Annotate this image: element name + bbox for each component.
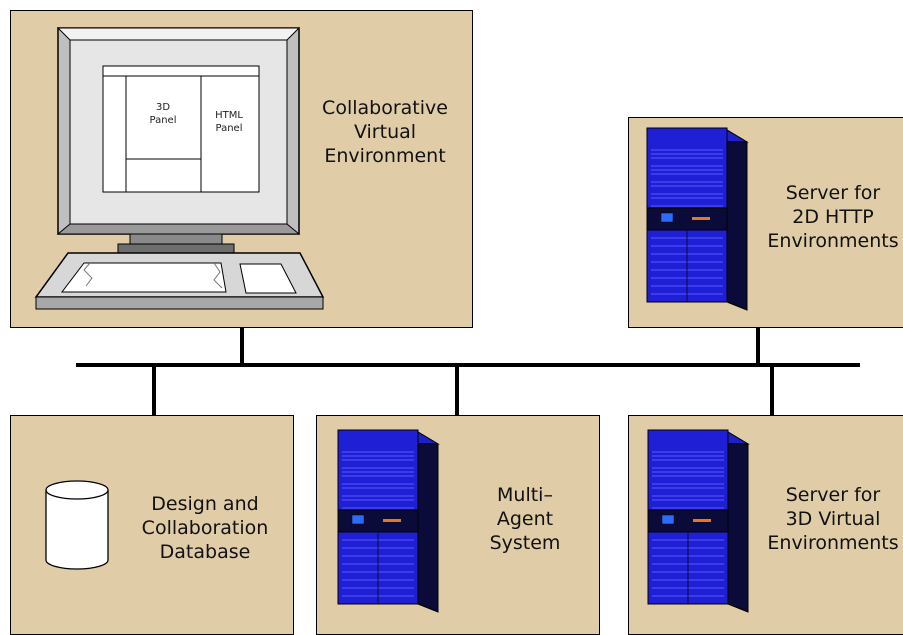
- vr-server-label-line-2: 3D Virtual: [785, 508, 881, 530]
- cve-label-line-3: Environment: [324, 145, 446, 167]
- screen-html-panel-label-1: HTML: [215, 110, 243, 121]
- vr-server-label-line-3: Environments: [767, 532, 899, 554]
- mas-label-line-1: Multi–: [497, 484, 553, 506]
- vr-server-label: Server for 3D Virtual Environments: [758, 483, 903, 555]
- database-label-line-3: Database: [159, 541, 251, 563]
- screen-3d-panel-label-2: Panel: [150, 115, 177, 126]
- vr-server-icon: [647, 429, 749, 613]
- cve-label-line-2: Virtual: [353, 121, 417, 143]
- database-cylinder-icon: [45, 480, 109, 570]
- database-label-line-1: Design and: [151, 493, 259, 515]
- cve-label-line-1: Collaborative: [322, 97, 448, 119]
- mas-label-line-3: System: [489, 532, 561, 554]
- screen-3d-panel-label-1: 3D: [156, 102, 170, 113]
- mas-server-icon: [337, 429, 439, 613]
- http-server-label-line-2: 2D HTTP: [792, 206, 874, 228]
- cve-label: Collaborative Virtual Environment: [300, 96, 470, 168]
- screen-html-panel-label-2: Panel: [216, 123, 243, 134]
- database-label: Design and Collaboration Database: [120, 492, 290, 564]
- mas-label-line-2: Agent: [496, 508, 554, 530]
- http-server-icon: [646, 127, 748, 311]
- http-server-label: Server for 2D HTTP Environments: [758, 181, 903, 253]
- desktop-computer-icon: [34, 27, 325, 310]
- network-bus: [76, 328, 860, 415]
- http-server-label-line-1: Server for: [785, 182, 881, 204]
- vr-server-label-line-1: Server for: [785, 484, 881, 506]
- http-server-label-line-3: Environments: [767, 230, 899, 252]
- database-label-line-2: Collaboration: [141, 517, 269, 539]
- diagram-graphics: 3D Panel HTML Panel: [34, 27, 860, 613]
- mas-label: Multi– Agent System: [470, 483, 580, 555]
